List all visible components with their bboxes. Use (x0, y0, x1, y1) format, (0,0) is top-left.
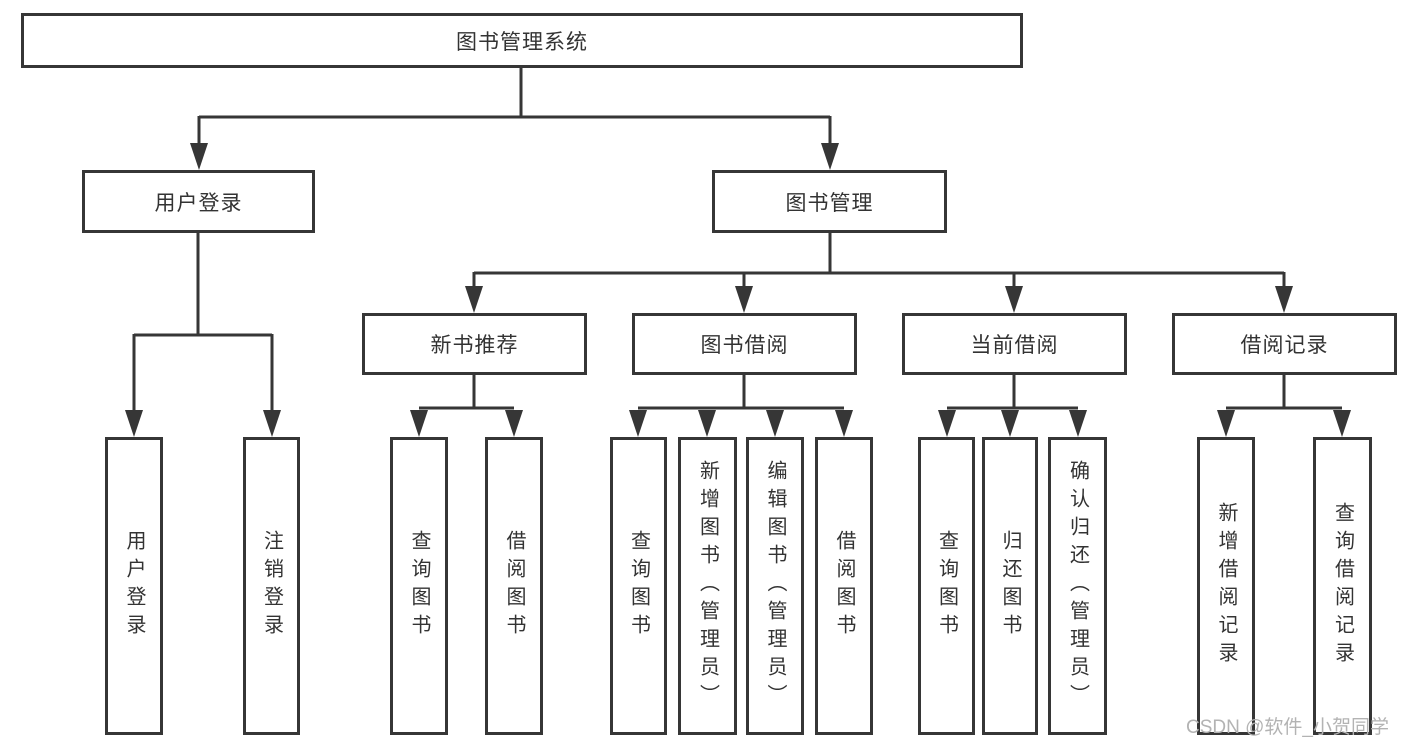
node-leaf-edit-books-admin: 编辑图书（管理员） (746, 437, 804, 735)
arrow-down-icon (1001, 410, 1019, 437)
arrow-down-icon (821, 143, 839, 170)
node-leaf-add-borrow-record: 新增借阅记录 (1197, 437, 1255, 735)
node-book-management: 图书管理 (712, 170, 947, 233)
node-new-book-recommend: 新书推荐 (362, 313, 587, 375)
arrow-down-icon (735, 286, 753, 313)
arrow-down-icon (505, 410, 523, 437)
csdn-watermark: CSDN @软件_小贺同学 (1186, 717, 1389, 738)
arrow-down-icon (1217, 410, 1235, 437)
node-library-management-system: 图书管理系统 (21, 13, 1023, 68)
arrow-down-icon (1069, 410, 1087, 437)
node-current-borrow: 当前借阅 (902, 313, 1127, 375)
arrow-down-icon (1005, 286, 1023, 313)
arrow-down-icon (465, 286, 483, 313)
arrow-down-icon (766, 410, 784, 437)
node-leaf-query-books-current: 查询图书 (918, 437, 975, 735)
arrow-down-icon (835, 410, 853, 437)
node-borrow-records: 借阅记录 (1172, 313, 1397, 375)
node-leaf-borrow-books: 借阅图书 (815, 437, 873, 735)
arrow-down-icon (410, 410, 428, 437)
arrow-down-icon (1275, 286, 1293, 313)
arrowhead-icons (125, 143, 1351, 437)
node-leaf-add-books-admin: 新增图书（管理员） (678, 437, 737, 735)
connector-edges (132, 68, 1342, 412)
arrow-down-icon (190, 143, 208, 170)
node-leaf-confirm-return-admin: 确认归还（管理员） (1048, 437, 1107, 735)
arrow-down-icon (125, 410, 143, 437)
node-leaf-borrow-books-recommend: 借阅图书 (485, 437, 543, 735)
arrow-down-icon (1333, 410, 1351, 437)
node-leaf-query-books-borrow: 查询图书 (610, 437, 667, 735)
node-book-borrow: 图书借阅 (632, 313, 857, 375)
node-user-login: 用户登录 (82, 170, 315, 233)
arrow-down-icon (263, 410, 281, 437)
arrow-down-icon (629, 410, 647, 437)
arrow-down-icon (938, 410, 956, 437)
arrow-down-icon (698, 410, 716, 437)
node-leaf-return-books: 归还图书 (982, 437, 1038, 735)
node-leaf-query-borrow-record: 查询借阅记录 (1313, 437, 1372, 735)
node-leaf-logout: 注销登录 (243, 437, 300, 735)
node-leaf-query-books-recommend: 查询图书 (390, 437, 448, 735)
node-leaf-user-login: 用户登录 (105, 437, 163, 735)
